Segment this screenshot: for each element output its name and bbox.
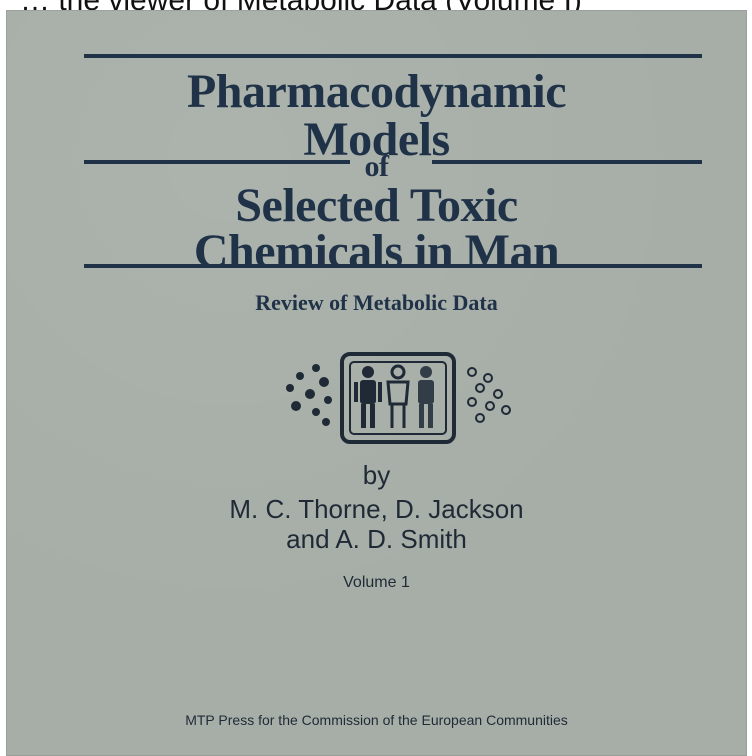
by-label: by [362,460,391,490]
frame [340,352,456,444]
middle-rule-left [84,160,350,164]
publisher-label: MTP Press for the Commission of the Euro… [185,712,568,728]
book-cover: Pharmacodynamic Models of Selected Toxic… [6,10,747,756]
title-line-2: Models [303,113,450,166]
top-rule [84,54,702,58]
left-dots [286,364,332,426]
title-line-5: Chemicals in Man [193,225,560,278]
middle-rule-right [432,160,702,164]
authors-line-1: M. C. Thorne, D. Jackson [229,494,524,524]
volume-label: Volume 1 [343,574,410,591]
title-line-4: Selected Toxic [235,179,518,232]
bottom-rule [84,264,702,268]
authors-line-2: and A. D. Smith [286,524,467,554]
right-circles [467,367,511,423]
human-figures-logo-icon [286,352,511,444]
title-line-3: of [364,150,390,183]
title-line-1: Pharmacodynamic [186,65,567,118]
book-subtitle: Review of Metabolic Data [255,290,498,315]
